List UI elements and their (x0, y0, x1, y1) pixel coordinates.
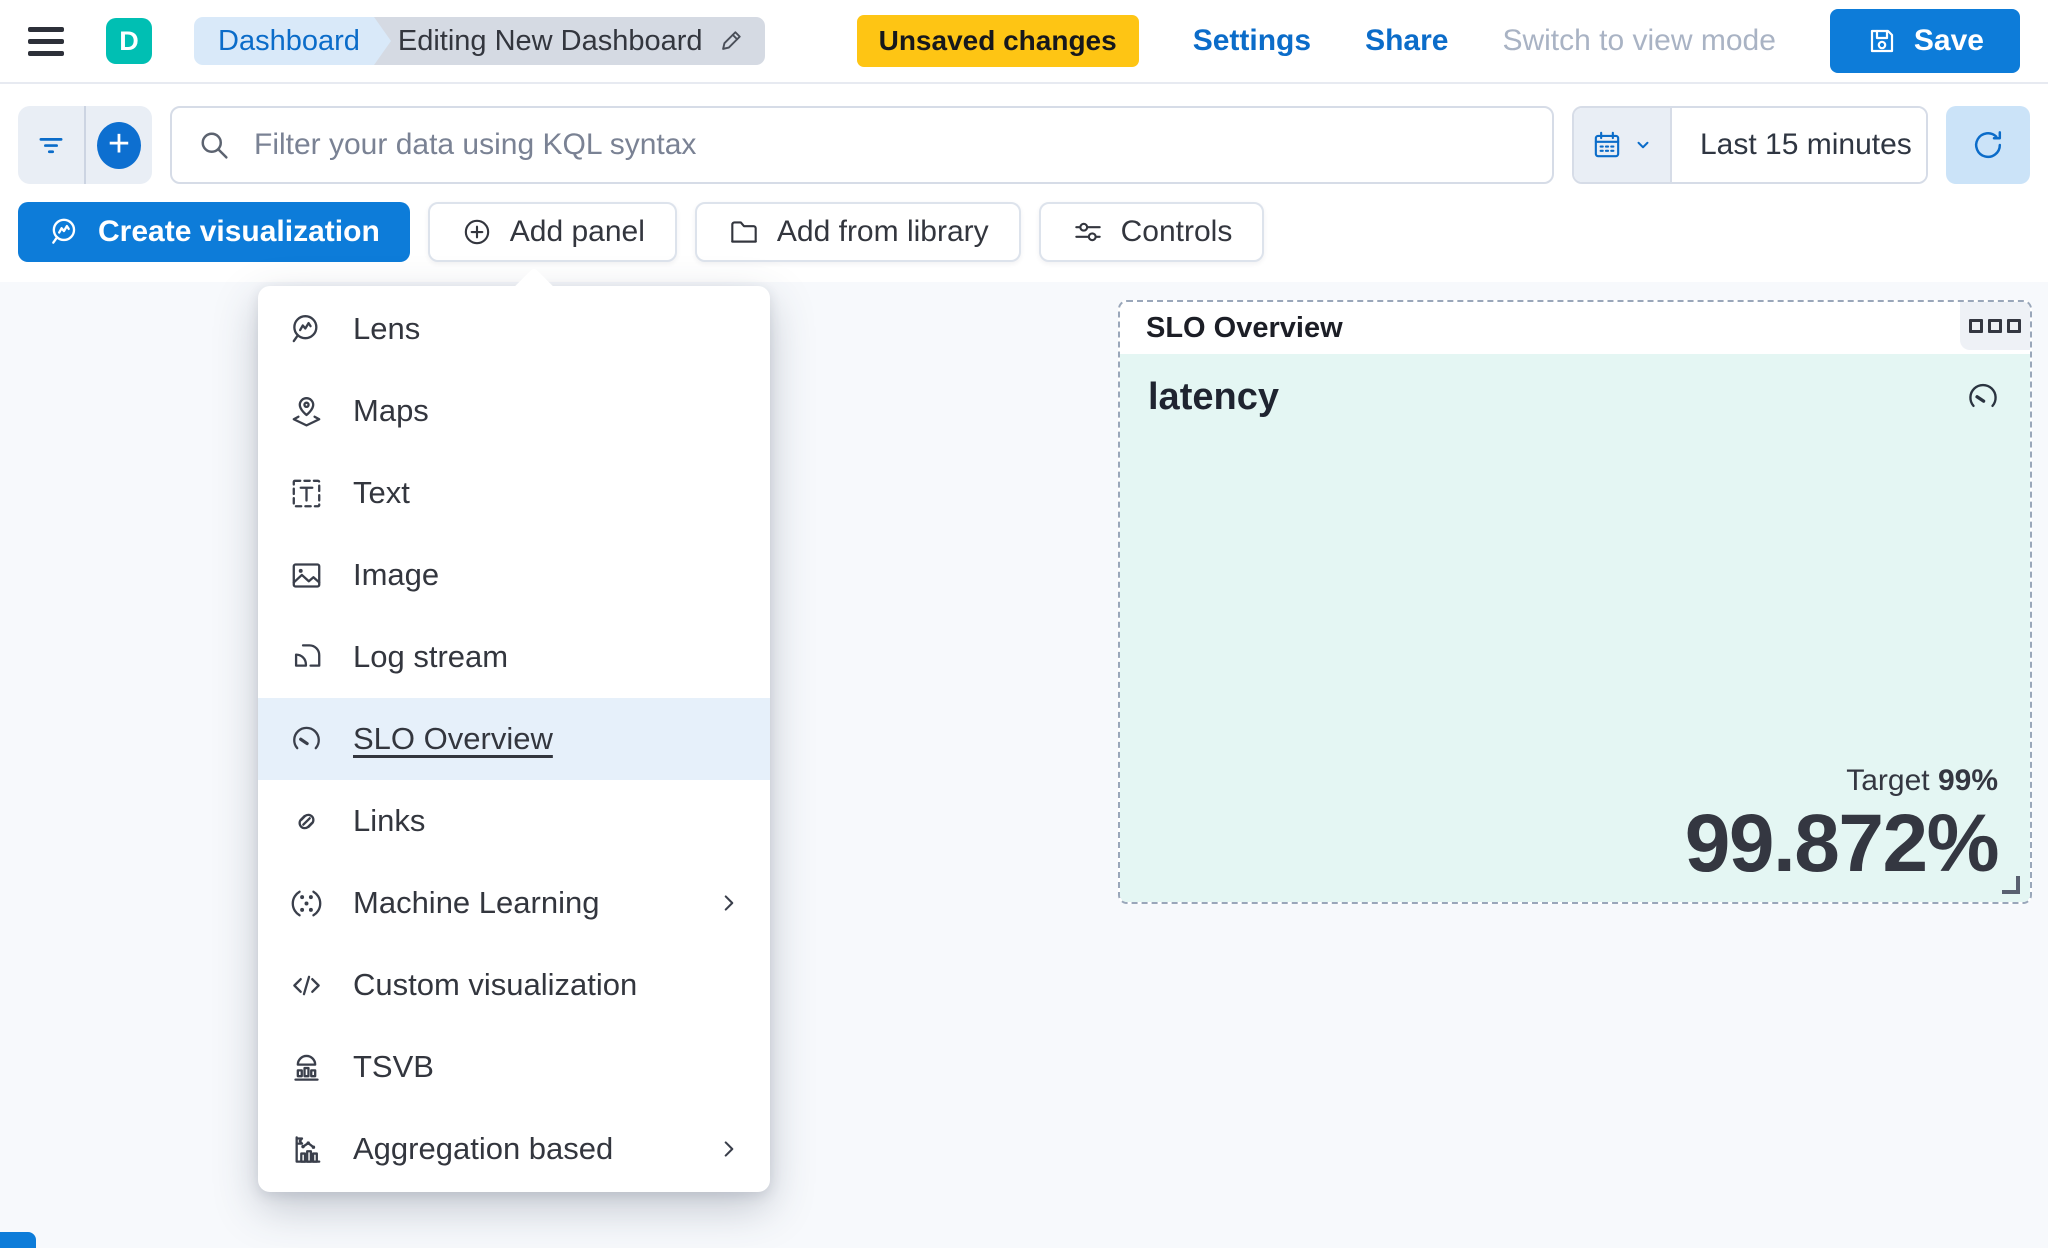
boxes-horizontal-icon (2007, 319, 2021, 333)
code-icon (288, 967, 325, 1004)
space-avatar[interactable]: D (106, 18, 152, 64)
add-filter-button[interactable]: + (84, 106, 152, 184)
refresh-button[interactable] (1946, 106, 2030, 184)
menu-item-aggregation-based[interactable]: Aggregation based (258, 1108, 770, 1190)
panel-options-button[interactable] (1960, 302, 2030, 350)
hamburger-menu-icon[interactable] (28, 26, 64, 56)
gauge-icon (288, 721, 325, 758)
menu-item-label: Links (353, 803, 426, 838)
filter-bar: + Last 15 minutes (0, 84, 2048, 184)
chevron-down-icon (1631, 133, 1655, 157)
menu-item-machine-learning[interactable]: Machine Learning (258, 862, 770, 944)
plus-circle-icon: + (97, 121, 141, 169)
slo-target-value: 99% (1937, 764, 1998, 798)
app-header: D Dashboard Editing New Dashboard Unsave… (0, 0, 2048, 84)
add-from-library-button[interactable]: Add from library (694, 202, 1021, 262)
boxes-horizontal-icon (1969, 319, 1983, 333)
lens-icon (48, 215, 82, 249)
breadcrumb-dashboard[interactable]: Dashboard (194, 17, 391, 65)
breadcrumb-current[interactable]: Editing New Dashboard (361, 17, 765, 65)
add-panel-button[interactable]: Add panel (427, 202, 677, 262)
menu-item-label: Custom visualization (353, 967, 638, 1002)
slo-panel-body: latency Target 99% 99.872% (1120, 354, 2030, 902)
menu-item-label: Text (353, 475, 410, 510)
image-icon (288, 557, 325, 594)
menu-item-label: TSVB (353, 1049, 434, 1084)
folder-icon (727, 215, 761, 249)
edit-toolbar: Create visualization Add panel Add from … (0, 184, 2048, 262)
time-range-picker: Last 15 minutes (1572, 106, 1928, 184)
panel-resize-handle[interactable] (2002, 876, 2020, 894)
menu-item-lens[interactable]: Lens (258, 288, 770, 370)
filter-icon (33, 127, 69, 163)
controls-label: Controls (1120, 215, 1233, 248)
menu-item-slo-overview[interactable]: SLO Overview (258, 698, 770, 780)
save-button[interactable]: Save (1829, 9, 2020, 73)
settings-button[interactable]: Settings (1192, 24, 1312, 57)
slo-metric-name: latency (1148, 376, 1279, 418)
controls-sliders-icon (1071, 215, 1105, 249)
slo-value: 99.872% (1684, 798, 2000, 890)
chevron-right-icon (714, 1134, 744, 1164)
unsaved-changes-badge: Unsaved changes (856, 15, 1139, 67)
text-icon (288, 475, 325, 512)
switch-view-mode-button[interactable]: Switch to view mode (1502, 24, 1776, 57)
kql-search-input[interactable] (252, 127, 1528, 163)
search-icon (196, 127, 232, 163)
refresh-icon (1970, 127, 2006, 163)
calendar-icon (1590, 128, 1624, 162)
new-panel-corner-fragment (0, 1232, 36, 1248)
filter-button-group: + (18, 106, 152, 184)
menu-item-image[interactable]: Image (258, 534, 770, 616)
pencil-icon[interactable] (717, 27, 745, 55)
tsvb-icon (288, 1049, 325, 1086)
chevron-right-icon (714, 888, 744, 918)
breadcrumb: Dashboard Editing New Dashboard (194, 17, 765, 65)
create-visualization-button[interactable]: Create visualization (18, 202, 410, 262)
menu-item-label: Maps (353, 393, 429, 428)
save-icon (1866, 25, 1898, 57)
breadcrumb-current-label: Editing New Dashboard (397, 24, 703, 57)
controls-button[interactable]: Controls (1038, 202, 1265, 262)
plus-circle-outline-icon (460, 215, 494, 249)
menu-item-label: Machine Learning (353, 885, 600, 920)
link-icon (288, 803, 325, 840)
menu-item-label: SLO Overview (353, 721, 553, 756)
slo-target: Target 99% (1148, 764, 1998, 798)
menu-item-label: Lens (353, 311, 421, 346)
share-button[interactable]: Share (1365, 24, 1449, 57)
save-button-label: Save (1913, 24, 1984, 57)
create-visualization-label: Create visualization (98, 215, 380, 248)
add-panel-label: Add panel (509, 215, 645, 248)
machine-learning-icon (288, 885, 325, 922)
calendar-dropdown-button[interactable] (1574, 108, 1672, 182)
gauge-icon (1964, 378, 2002, 416)
menu-item-label: Log stream (353, 639, 509, 674)
filter-menu-button[interactable] (18, 106, 84, 184)
menu-item-custom-visualization[interactable]: Custom visualization (258, 944, 770, 1026)
time-range-value[interactable]: Last 15 minutes (1672, 108, 1926, 182)
slo-overview-panel: SLO Overview latency Target 99% 99.872% (1118, 300, 2032, 904)
menu-item-label: Aggregation based (353, 1131, 614, 1166)
lens-icon (288, 311, 325, 348)
slo-target-label: Target (1846, 764, 1930, 798)
log-stream-icon (288, 639, 325, 676)
menu-item-maps[interactable]: Maps (258, 370, 770, 452)
kql-search-box[interactable] (170, 106, 1554, 184)
aggregation-icon (288, 1131, 325, 1168)
maps-icon (288, 393, 325, 430)
panel-drag-header[interactable]: SLO Overview (1120, 302, 2030, 354)
menu-item-label: Image (353, 557, 440, 592)
menu-item-links[interactable]: Links (258, 780, 770, 862)
menu-item-tsvb[interactable]: TSVB (258, 1026, 770, 1108)
menu-item-log-stream[interactable]: Log stream (258, 616, 770, 698)
menu-item-text[interactable]: Text (258, 452, 770, 534)
boxes-horizontal-icon (1988, 319, 2002, 333)
add-from-library-label: Add from library (776, 215, 989, 248)
panel-title: SLO Overview (1146, 311, 1343, 344)
add-panel-menu: Lens Maps Text Image (258, 267, 770, 1192)
